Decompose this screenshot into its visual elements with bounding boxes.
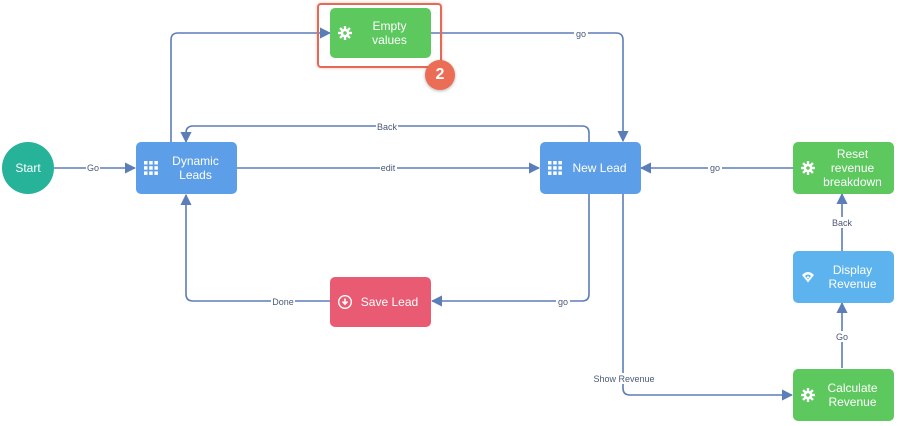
gear-icon [338, 26, 352, 40]
edge-label-edit: edit [381, 163, 396, 173]
node-display-revenue[interactable]: Display Revenue [793, 251, 894, 303]
edge-label-go-save: go [558, 297, 568, 307]
edge-label-back: Back [377, 122, 398, 132]
edge-label-done: Done [272, 297, 294, 307]
edge-newlead-to-calc [622, 194, 794, 401]
node-calculate-revenue-label: Calculate Revenue [827, 381, 878, 409]
node-new-lead-label: New Lead [572, 161, 627, 175]
selection-highlight [317, 3, 442, 68]
edge-save-to-dynamic [180, 193, 330, 302]
gear-icon [801, 388, 815, 402]
node-dynamic-leads-label: Dynamic Leads [172, 154, 219, 182]
gear-icon [801, 161, 815, 175]
grid-icon [144, 161, 158, 175]
node-empty-values[interactable]: Empty values [330, 8, 431, 58]
node-calculate-revenue[interactable]: Calculate Revenue [793, 369, 894, 421]
edge-empty-to-newlead [431, 32, 629, 143]
node-start[interactable]: Start [2, 142, 54, 194]
node-reset-revenue[interactable]: Reset revenue breakdown [793, 142, 894, 194]
edge-newlead-to-save [430, 194, 590, 307]
edge-label-show-revenue: Show Revenue [593, 374, 654, 384]
node-save-lead[interactable]: Save Lead [330, 277, 431, 327]
download-icon [338, 295, 352, 309]
edge-label-go-reset: go [710, 163, 720, 173]
edge-label-back-reset: Back [832, 218, 853, 228]
node-start-label: Start [15, 161, 41, 175]
step-badge: 2 [425, 60, 455, 90]
node-dynamic-leads[interactable]: Dynamic Leads [136, 142, 237, 194]
grid-icon [548, 161, 562, 175]
node-new-lead[interactable]: New Lead [540, 142, 641, 194]
node-reset-revenue-label: Reset revenue breakdown [823, 147, 882, 189]
edge-label-go-empty: go [576, 29, 586, 39]
node-empty-values-label: Empty values [372, 19, 407, 47]
edge-label-go: Go [87, 163, 99, 173]
edge-label-go-calc: Go [836, 332, 848, 342]
node-save-lead-label: Save Lead [360, 295, 419, 309]
wifi-icon [802, 272, 814, 283]
node-display-revenue-label: Display Revenue [828, 263, 877, 291]
edge-dynamic-to-empty [170, 27, 332, 142]
